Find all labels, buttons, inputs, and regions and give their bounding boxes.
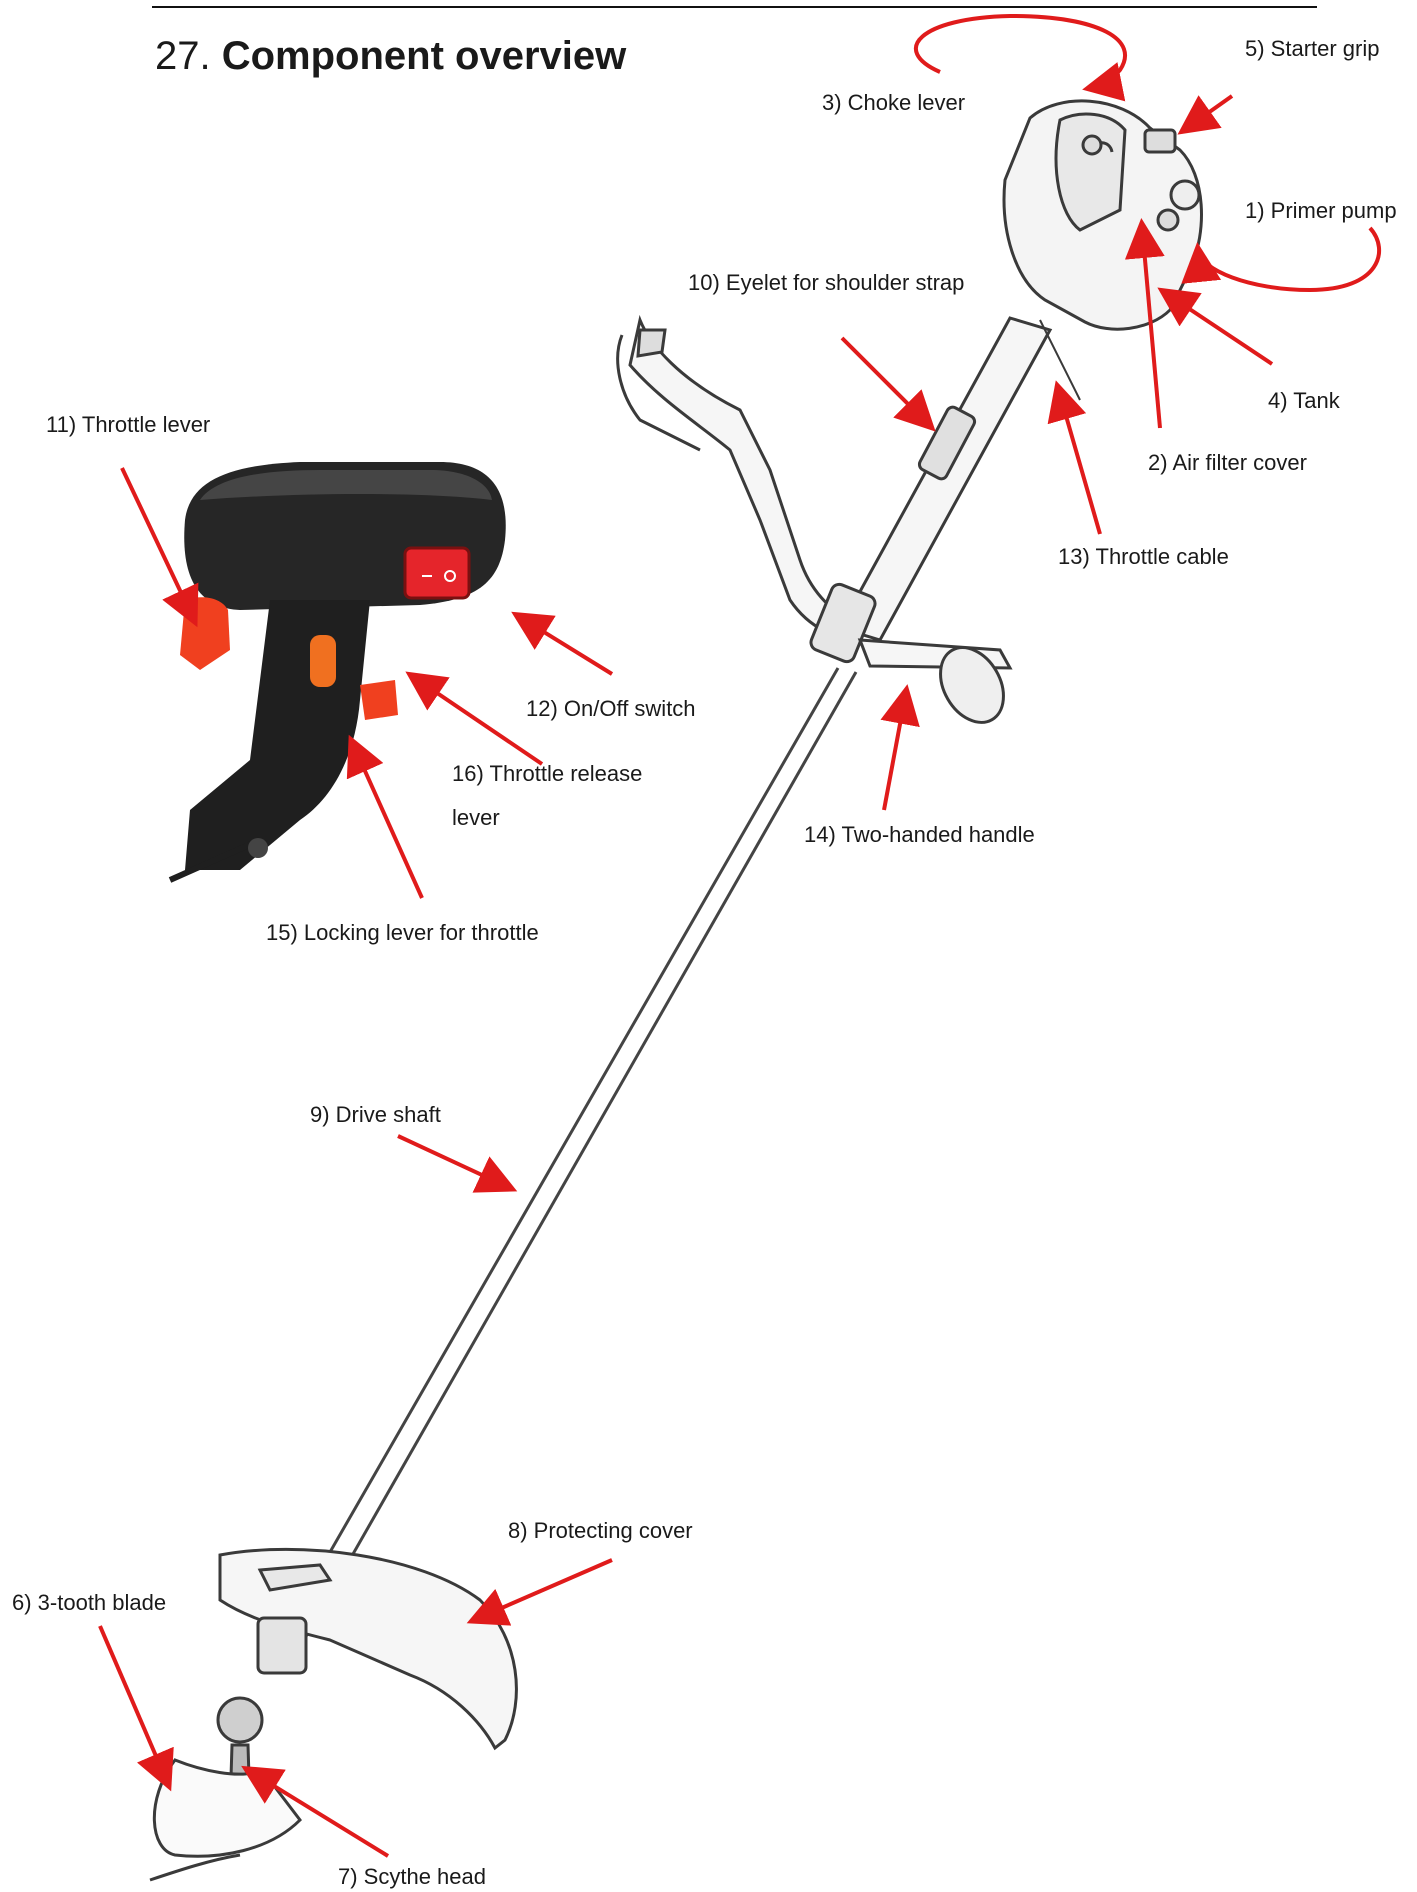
label-3-tooth-blade: 6) 3-tooth blade (12, 1590, 167, 1615)
handle-drawing (616, 314, 1013, 724)
page-title: 27. Component overview (155, 34, 626, 79)
rotation-arrows (914, 13, 1381, 293)
label-drive-shaft: 9) Drive shaft (310, 1102, 441, 1127)
label-tank: 4) Tank (1268, 388, 1340, 413)
label-eyelet-shoulder-strap: 10) Eyelet for shoulder strap (688, 270, 965, 295)
label-locking-lever-throttle: 15) Locking lever for throttle (266, 920, 539, 945)
label-throttle-release-lever: 16) Throttle release lever (452, 761, 643, 830)
drive-shaft-drawing (266, 667, 858, 1669)
pointer-arrows (98, 94, 1274, 1858)
label-throttle-lever: 11) Throttle lever (46, 412, 211, 437)
section-number: 27. (155, 34, 211, 78)
label-primer-pump: 1) Primer pump (1245, 198, 1397, 223)
engine-drawing (1002, 99, 1203, 331)
label-choke-lever: 3) Choke lever (822, 90, 966, 115)
blade-guard-drawing (149, 1547, 518, 1882)
label-on-off-switch: 12) On/Off switch (526, 696, 696, 721)
label-protecting-cover: 8) Protecting cover (508, 1518, 693, 1543)
label-air-filter-cover: 2) Air filter cover (1148, 450, 1307, 475)
header-rule (152, 6, 1317, 8)
label-throttle-cable: 13) Throttle cable (1058, 544, 1229, 569)
section-title: Component overview (221, 34, 627, 78)
upper-boom-drawing (837, 316, 1081, 642)
label-starter-grip: 5) Starter grip (1245, 36, 1380, 61)
label-scythe-head: 7) Scythe head (338, 1864, 486, 1889)
label-two-handed-handle: 14) Two-handed handle (804, 822, 1035, 847)
